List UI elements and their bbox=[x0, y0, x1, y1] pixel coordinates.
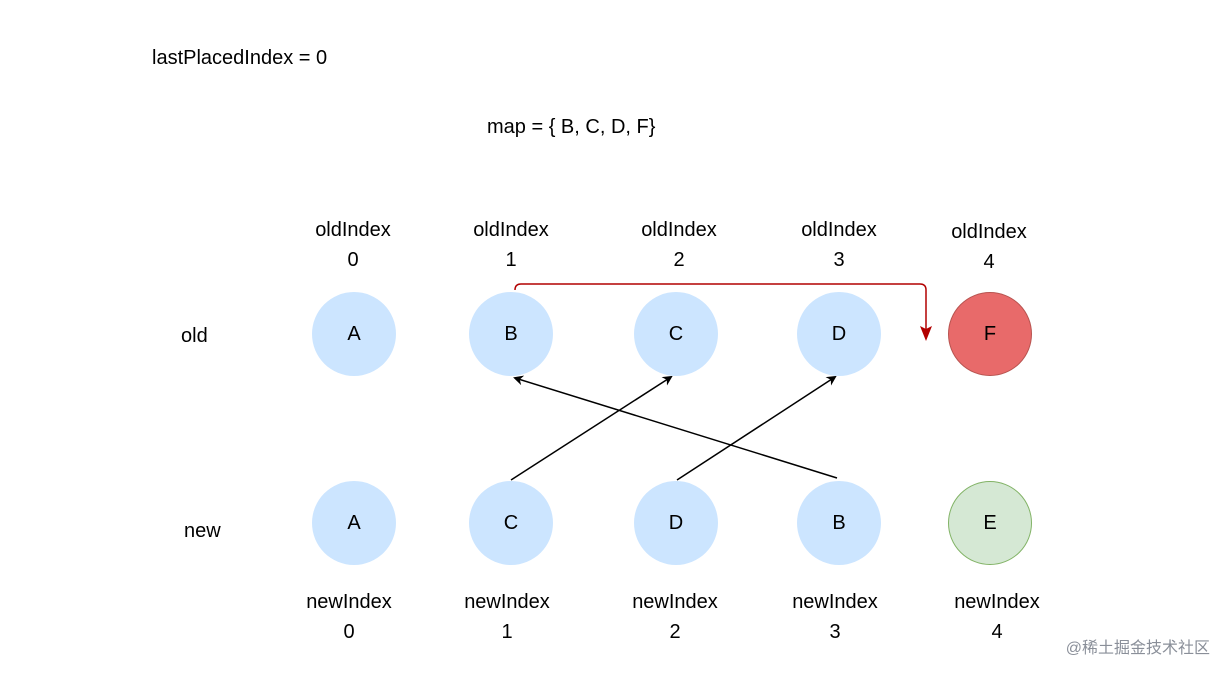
last-placed-index-label: lastPlacedIndex = 0 bbox=[152, 47, 328, 69]
new-node-c: C bbox=[469, 481, 553, 565]
new-node-b: B bbox=[797, 481, 881, 565]
old-node-a: A bbox=[312, 292, 396, 376]
new-node-d: D bbox=[634, 481, 718, 565]
new-row-label: new bbox=[184, 520, 221, 542]
map-label: map = { B, C, D, F} bbox=[487, 116, 656, 138]
old-node-d: D bbox=[797, 292, 881, 376]
new-node-a: A bbox=[312, 481, 396, 565]
watermark: @稀土掘金技术社区 bbox=[1065, 640, 1210, 657]
old-node-f: F bbox=[948, 292, 1032, 376]
old-node-b: B bbox=[469, 292, 553, 376]
new-node-e: E bbox=[948, 481, 1032, 565]
old-node-c: C bbox=[634, 292, 718, 376]
arrow-new-b-to-old-b bbox=[513, 375, 838, 479]
move-arrow-b-to-after-d bbox=[514, 283, 927, 330]
move-arrowhead bbox=[920, 326, 932, 341]
old-row-label: old bbox=[181, 325, 208, 347]
arrow-new-d-to-old-d bbox=[676, 375, 837, 481]
arrow-new-c-to-old-c bbox=[510, 375, 673, 481]
